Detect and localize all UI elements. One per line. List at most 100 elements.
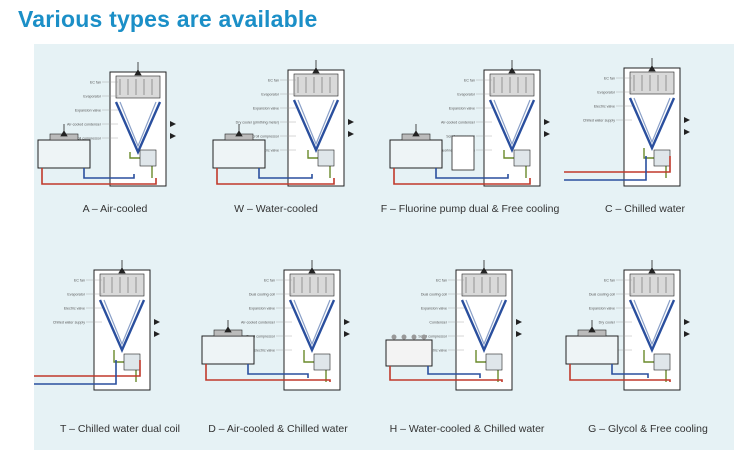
airflow-arrow xyxy=(348,131,354,137)
component-tag: EC fan xyxy=(604,278,615,282)
airflow-arrow xyxy=(648,58,656,72)
component-tag: Condenser xyxy=(429,320,447,324)
airflow-arrow xyxy=(684,129,690,135)
evaporator-coil xyxy=(297,99,335,146)
pipe-cold xyxy=(611,364,649,378)
airflow-arrow xyxy=(480,260,488,274)
component-tag: Dual cooling coil xyxy=(421,292,447,296)
evaporator-coil xyxy=(628,97,676,151)
pipe-cold xyxy=(258,168,313,179)
component-tag: Electric valve xyxy=(254,348,275,352)
ec-fan xyxy=(293,73,339,97)
diagram-label: T – Chilled water dual coil xyxy=(60,423,180,435)
component-tag: Electric valve xyxy=(64,306,85,310)
component-tag: Scroll compressor xyxy=(250,134,280,138)
component-tag: Evaporator xyxy=(83,94,101,98)
airflow-arrow xyxy=(118,260,126,274)
nozzle xyxy=(421,334,427,340)
pipe-hot xyxy=(393,168,531,185)
outdoor-unit xyxy=(201,335,255,365)
evaporator-coil xyxy=(628,299,676,353)
compressor xyxy=(485,353,503,371)
component-tag: EC fan xyxy=(268,78,279,82)
pipe-hot xyxy=(569,364,671,382)
diagram-label: D – Air-cooled & Chilled water xyxy=(208,423,348,435)
ec-fan xyxy=(99,273,145,297)
evaporator-coil xyxy=(460,299,508,353)
component-tag: Electric valve xyxy=(594,104,615,108)
diagram-label: G – Glycol & Free cooling xyxy=(588,423,708,435)
airflow-arrow xyxy=(588,320,596,333)
outdoor-unit xyxy=(565,335,619,365)
component-tag: Expansion valve xyxy=(75,108,101,112)
airflow-arrow xyxy=(344,331,350,337)
pump-module xyxy=(451,135,475,171)
compressor xyxy=(653,353,671,371)
airflow-arrow xyxy=(508,60,516,74)
diagram-label: H – Water-cooled & Chilled water xyxy=(390,423,545,435)
compressor xyxy=(139,149,157,167)
airflow-arrow xyxy=(344,319,350,325)
component-tag: Expansion valve xyxy=(249,306,275,310)
pipe-hot xyxy=(216,168,335,185)
pipe-hot xyxy=(34,360,141,377)
component-tag: Expansion valve xyxy=(421,306,447,310)
component-tag: Electric valve xyxy=(426,348,447,352)
component-tag: EC fan xyxy=(264,278,275,282)
airflow-arrow xyxy=(60,124,68,137)
outdoor-unit xyxy=(212,139,266,169)
nozzle xyxy=(411,334,417,340)
component-tag: EC fan xyxy=(436,278,447,282)
airflow-arrow xyxy=(684,319,690,325)
airflow-arrow xyxy=(544,131,550,137)
airflow-arrow xyxy=(516,319,522,325)
pipe-hot xyxy=(564,156,671,173)
component-tag: Expansion valve xyxy=(589,306,615,310)
component-tag: EC fan xyxy=(90,80,101,84)
component-tag: Scroll compressor xyxy=(246,334,276,338)
airflow-arrow xyxy=(648,260,656,274)
compressor xyxy=(313,353,331,371)
component-tag: EC fan xyxy=(604,76,615,80)
evaporator-coil xyxy=(633,299,671,346)
component-tag: Chilled water supply xyxy=(583,118,615,122)
component-tag: Expansion valve xyxy=(449,106,475,110)
component-tag: Evaporator xyxy=(67,292,85,296)
pipe-hot xyxy=(205,364,331,382)
evaporator-coil xyxy=(488,99,536,153)
evaporator-coil xyxy=(493,99,531,146)
airflow-arrow xyxy=(348,119,354,125)
airflow-arrow xyxy=(544,119,550,125)
diagram-label: C – Chilled water xyxy=(605,203,685,215)
compressor xyxy=(653,149,671,167)
ec-fan xyxy=(289,273,335,297)
evaporator-coil xyxy=(293,299,331,346)
airflow-arrow xyxy=(170,121,176,127)
ec-fan xyxy=(629,71,675,95)
airflow-arrow xyxy=(684,331,690,337)
compressor xyxy=(317,149,335,167)
component-tag: Dual cooling coil xyxy=(589,292,615,296)
evaporator-coil xyxy=(119,101,157,148)
component-tag: Air-cooled condenser xyxy=(441,120,476,124)
airflow-arrow xyxy=(412,124,420,137)
airflow-arrow xyxy=(235,124,243,137)
component-tag: Evaporator xyxy=(457,92,475,96)
diagram-label: A – Air-cooled xyxy=(83,203,148,215)
airflow-arrow xyxy=(308,260,316,274)
ec-fan xyxy=(489,73,535,97)
nozzle xyxy=(401,334,407,340)
page-title: Various types are available xyxy=(18,6,318,32)
evaporator-coil xyxy=(103,299,141,346)
nozzle xyxy=(391,334,397,340)
component-tag: Evaporator xyxy=(597,90,615,94)
pipe-cold xyxy=(247,364,309,378)
evaporator-coil xyxy=(465,299,503,346)
evaporator-coil xyxy=(288,299,336,353)
component-tag: Scroll compressor xyxy=(418,334,448,338)
